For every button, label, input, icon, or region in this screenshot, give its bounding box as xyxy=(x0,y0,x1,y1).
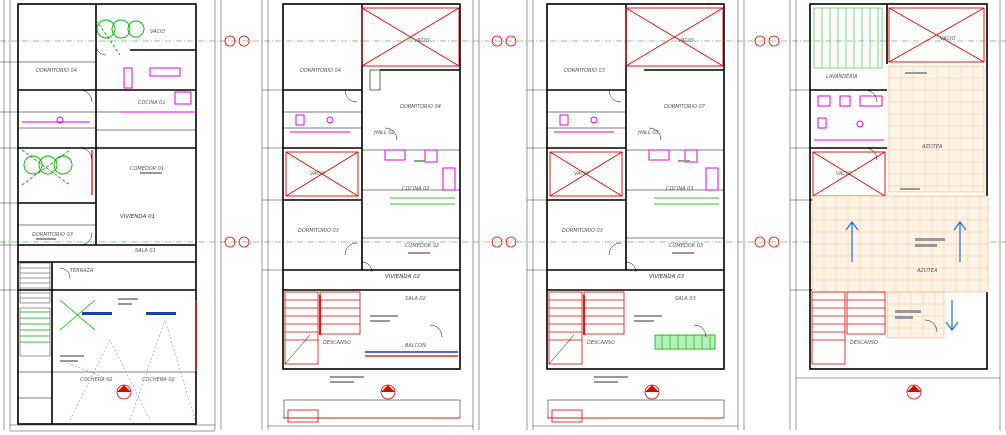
p4-azotea-b-label: AZOTEA xyxy=(916,268,938,274)
p2-descanso-label: DESCANSO xyxy=(323,340,351,346)
p1-comedor-label: COMEDOR 01 xyxy=(130,166,164,172)
plan-4: VACIO LAVANDERIA AZOTEA VACIO AZOTEA DES… xyxy=(789,0,1006,430)
p1-dormitorio-b-label: DORMITORIO 03 xyxy=(32,232,73,238)
p2-cocina-label: COCINA 02 xyxy=(402,186,430,192)
p3-cocina-label: COCINA 03 xyxy=(666,186,694,192)
p1-cocina-label: COCINA 01 xyxy=(138,100,166,106)
plan-1: VACIO DORMITORIO 04 COCINA 01 COMEDOR 01… xyxy=(3,0,222,432)
p4-lavanderia-label: LAVANDERIA xyxy=(826,74,858,80)
p2-vacio-top-label: VACIO xyxy=(414,38,429,44)
p3-dormitorio-a-top-label: DORMITORIO 03 xyxy=(564,68,605,74)
p3-sala-label: SALA 03 xyxy=(675,296,696,302)
p2-vivienda-dorm-label: DORMITORIO 04 xyxy=(400,104,441,110)
p1-sala-label: SALA 01 xyxy=(135,248,156,254)
p3-dormitorio-b-label: DORMITORIO 03 xyxy=(562,228,603,234)
p1-terraza-label: TERRAZA xyxy=(70,268,94,274)
p2-dormitorio-b-label: DORMITORIO 03 xyxy=(298,228,339,234)
p4-descanso-label: DESCANSO xyxy=(850,340,878,346)
p3-vacio-mid-label: VACIO xyxy=(574,171,589,177)
p4-vacio-mid-label: VACIO xyxy=(836,171,851,177)
p3-descanso-label: DESCANSO xyxy=(587,340,615,346)
p2-vivienda-label: VIVIENDA 02 xyxy=(385,274,421,280)
p1-cochera-a-label: COCHERA 01 xyxy=(80,377,113,383)
p3-dormitorio-a-label: DORMITORIO 07 xyxy=(664,104,706,110)
dimension-ticks xyxy=(0,61,810,291)
p3-vacio-top-label: VACIO xyxy=(678,38,693,44)
plan-3: VACIO DORMITORIO 03 DORMITORIO 07 HALL 0… xyxy=(526,0,745,430)
p2-comedor-label: COMEDOR 02 xyxy=(405,243,439,249)
p2-hall-label: HALL 02 xyxy=(374,130,395,136)
p3-vivienda-label: VIVIENDA 03 xyxy=(649,274,685,280)
p2-sala-label: SALA 02 xyxy=(405,296,426,302)
p3-hall-label: HALL 03 xyxy=(638,130,659,136)
azotea-grid xyxy=(811,65,989,339)
p2-dormitorio-a-label: DORMITORIO 04 xyxy=(300,68,341,74)
p1-vivienda-label: VIVIENDA 01 xyxy=(120,214,155,220)
p1-dormitorio-a-label: DORMITORIO 04 xyxy=(36,68,77,74)
p2-vacio-mid-label: VACIO xyxy=(310,171,325,177)
p1-cochera-b-label: COCHERA 02 xyxy=(142,377,175,383)
p4-vacio-top-label: VACIO xyxy=(940,36,955,42)
p2-balcon-label: BALCON xyxy=(405,343,426,349)
plan-2: VACIO DORMITORIO 04 HALL 02 DORMITORIO 0… xyxy=(261,0,480,430)
p4-azotea-a-label: AZOTEA xyxy=(921,144,943,150)
p1-vacio-label: VACIO xyxy=(150,29,165,35)
axis-markers xyxy=(224,35,780,248)
p3-comedor-label: COMEDOR 03 xyxy=(669,243,703,249)
